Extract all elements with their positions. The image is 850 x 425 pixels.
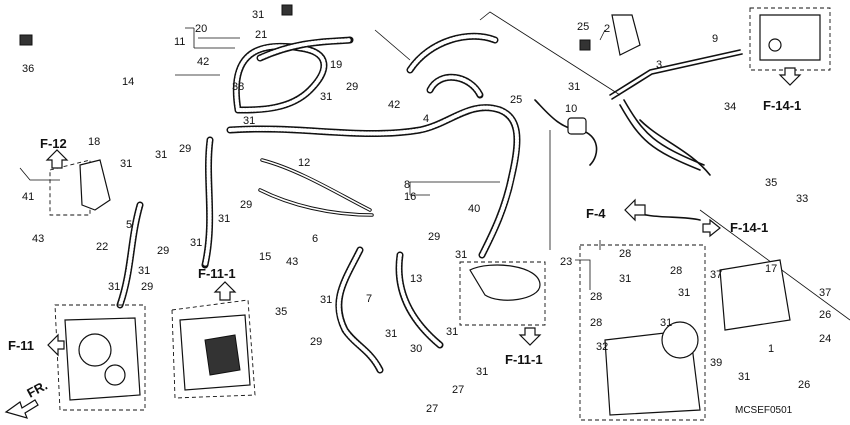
callout: 41 bbox=[22, 191, 34, 203]
dashed-groups bbox=[49, 7, 831, 421]
callout: 29 bbox=[310, 336, 322, 348]
callout: 30 bbox=[410, 343, 422, 355]
callout: 31 bbox=[320, 91, 332, 103]
callout: 28 bbox=[670, 265, 682, 277]
ref-f11-1-right: F-11-1 bbox=[505, 352, 543, 367]
callout: 20 bbox=[195, 23, 207, 35]
callout: 8 bbox=[404, 179, 410, 191]
callout: 29 bbox=[179, 143, 191, 155]
callout: 35 bbox=[765, 177, 777, 189]
callout: 31 bbox=[660, 317, 672, 329]
callout: 14 bbox=[122, 76, 134, 88]
callout: 36 bbox=[22, 63, 34, 75]
callout: 29 bbox=[157, 245, 169, 257]
callout: 10 bbox=[565, 103, 577, 115]
reference-arrows bbox=[4, 67, 802, 419]
callout: 22 bbox=[96, 241, 108, 253]
callout: 31 bbox=[190, 237, 202, 249]
callout: 17 bbox=[765, 263, 777, 275]
ref-f14-1-top: F-14-1 bbox=[763, 98, 801, 113]
callout: 31 bbox=[252, 9, 264, 21]
ref-f11: F-11 bbox=[8, 338, 34, 353]
reference-labels: F-12 F-4 F-14-1 F-14-1 F-11-1 F-11-1 F-1… bbox=[8, 98, 801, 401]
callout: 34 bbox=[724, 101, 736, 113]
ref-f11-1-left: F-11-1 bbox=[198, 266, 236, 281]
brake-hoses bbox=[116, 32, 521, 374]
callout: 3 bbox=[656, 59, 662, 71]
callout: 18 bbox=[88, 136, 100, 148]
callout: 13 bbox=[410, 273, 422, 285]
callout: 16 bbox=[404, 191, 416, 203]
callout: 31 bbox=[446, 326, 458, 338]
callout: 29 bbox=[141, 281, 153, 293]
callout: 27 bbox=[426, 403, 438, 415]
callout: 29 bbox=[346, 81, 358, 93]
ref-f4: F-4 bbox=[586, 206, 606, 221]
callout: 31 bbox=[120, 158, 132, 170]
callout: 31 bbox=[218, 213, 230, 225]
callout: 4 bbox=[423, 113, 429, 125]
callout: 37 bbox=[710, 269, 722, 281]
ref-f12: F-12 bbox=[40, 136, 67, 151]
callout: 31 bbox=[138, 265, 150, 277]
ref-f14-1-right: F-14-1 bbox=[730, 220, 768, 235]
diagram-code: MCSEF0501 bbox=[735, 405, 793, 416]
callout: 21 bbox=[255, 29, 267, 41]
callout: 43 bbox=[32, 233, 44, 245]
callout: 31 bbox=[476, 366, 488, 378]
callout: 23 bbox=[560, 256, 572, 268]
brake-pipes bbox=[258, 49, 743, 221]
callout: 19 bbox=[330, 59, 342, 71]
callout: 2 bbox=[604, 23, 610, 35]
callout: 31 bbox=[385, 328, 397, 340]
callout: 24 bbox=[819, 333, 831, 345]
callout: 26 bbox=[819, 309, 831, 321]
callout: 25 bbox=[510, 94, 522, 106]
callout: 37 bbox=[819, 287, 831, 299]
callout: 15 bbox=[259, 251, 271, 263]
callout: 1 bbox=[768, 343, 774, 355]
callout: 31 bbox=[678, 287, 690, 299]
callout: 31 bbox=[320, 294, 332, 306]
parts bbox=[19, 4, 821, 416]
callout: 5 bbox=[126, 219, 132, 231]
callout: 31 bbox=[619, 273, 631, 285]
callout-labels: 20 31 2 9 11 21 25 36 14 42 38 19 29 42 … bbox=[22, 9, 831, 415]
callout: 42 bbox=[388, 99, 400, 111]
callout: 28 bbox=[590, 291, 602, 303]
callout: 31 bbox=[738, 371, 750, 383]
callout: 38 bbox=[232, 81, 244, 93]
callout: 31 bbox=[568, 81, 580, 93]
callout: 31 bbox=[455, 249, 467, 261]
callout: 43 bbox=[286, 256, 298, 268]
callout: 27 bbox=[452, 384, 464, 396]
callout: 9 bbox=[712, 33, 718, 45]
callout: 11 bbox=[174, 36, 185, 48]
callout: 31 bbox=[243, 115, 255, 127]
front-direction-label: FR. bbox=[24, 378, 50, 401]
callout: 40 bbox=[468, 203, 480, 215]
callout: 29 bbox=[428, 231, 440, 243]
callout: 42 bbox=[197, 56, 209, 68]
callout: 12 bbox=[298, 157, 310, 169]
callout: 35 bbox=[275, 306, 287, 318]
callout: 32 bbox=[596, 341, 608, 353]
callout: 28 bbox=[619, 248, 631, 260]
callout: 26 bbox=[798, 379, 810, 391]
callout: 31 bbox=[155, 149, 167, 161]
callout: 29 bbox=[240, 199, 252, 211]
callout: 31 bbox=[108, 281, 120, 293]
callout: 39 bbox=[710, 357, 722, 369]
callout: 28 bbox=[590, 317, 602, 329]
callout: 6 bbox=[312, 233, 318, 245]
callout: 33 bbox=[796, 193, 808, 205]
callout: 7 bbox=[366, 293, 372, 305]
callout: 25 bbox=[577, 21, 589, 33]
